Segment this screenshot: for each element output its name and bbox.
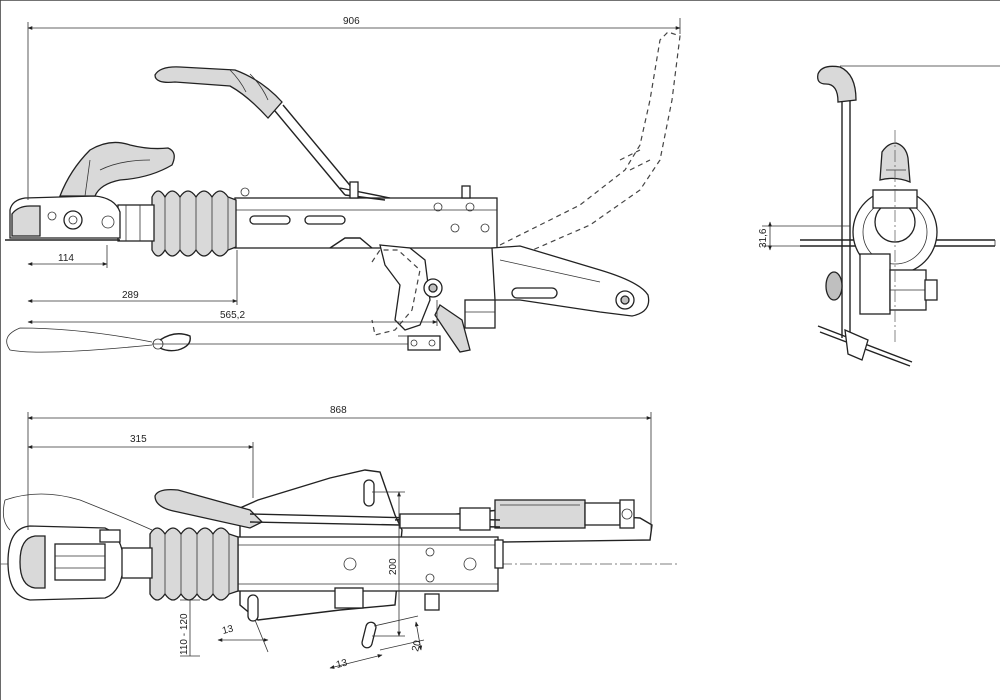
dim-plan-315: 315 (130, 434, 147, 445)
front-view: 31,6 (758, 65, 1000, 367)
dim-side-565: 565,2 (220, 310, 245, 321)
dim-side-114: 114 (58, 253, 74, 264)
dim-side-289: 289 (122, 290, 139, 301)
dim-plan-13-b: 13 (335, 657, 349, 670)
plan-view: 868 315 200 110 - 120 13 13 20 (0, 405, 680, 671)
dim-front-31: 31,6 (758, 228, 769, 248)
side-view: 906 114 289 565,2 (5, 16, 681, 353)
dim-side-overall: 906 (343, 16, 360, 27)
dim-plan-13-a: 13 (221, 623, 235, 636)
dim-plan-200: 200 (388, 558, 399, 575)
dim-plan-110-120: 110 - 120 (179, 613, 190, 655)
dim-plan-overall: 868 (330, 405, 347, 416)
dim-plan-20: 20 (410, 639, 423, 653)
